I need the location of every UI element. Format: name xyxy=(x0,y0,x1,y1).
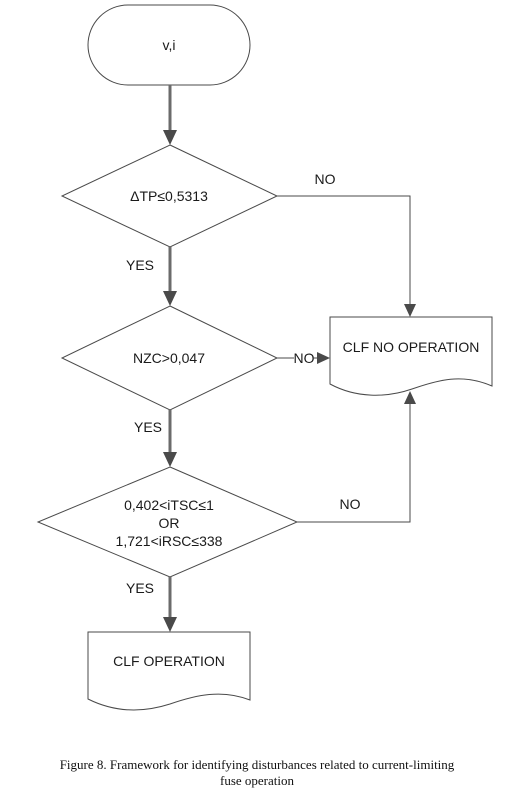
figure-caption: Figure 8. Framework for identifying dist… xyxy=(0,757,514,789)
d1-no-label: NO xyxy=(315,171,336,187)
d3-yes-label: YES xyxy=(126,580,154,596)
decision-isc-line3: 1,721<iRSC≤338 xyxy=(116,533,223,549)
connector-d1-no xyxy=(277,195,411,306)
d3-no-label: NO xyxy=(340,496,361,512)
arrowhead-no-op-left xyxy=(317,352,330,364)
arrowhead-decision1 xyxy=(163,130,177,145)
arrowhead-no-op-bottom xyxy=(404,391,416,404)
decision-delta-tp-label: ΔTP≤0,5313 xyxy=(130,188,208,204)
document-clf-no-operation xyxy=(329,316,493,396)
connector-d3-no xyxy=(297,402,411,523)
arrowhead-no-op-top xyxy=(404,304,416,317)
document-clf-operation-label: CLF OPERATION xyxy=(113,653,225,669)
d2-yes-label: YES xyxy=(134,419,162,435)
flowchart: v,i ΔTP≤0,5313 NO YES NZC>0,047 NO YES 0… xyxy=(36,4,493,711)
document-clf-no-operation-label: CLF NO OPERATION xyxy=(343,339,480,355)
figure-caption-line2: fuse operation xyxy=(219,773,294,788)
arrowhead-decision3 xyxy=(163,452,177,467)
d2-no-label: NO xyxy=(294,350,315,366)
start-label: v,i xyxy=(163,37,176,53)
arrowhead-operation xyxy=(163,617,177,632)
decision-nzc-label: NZC>0,047 xyxy=(133,350,205,366)
decision-isc-line2: OR xyxy=(159,515,180,531)
arrowhead-decision2 xyxy=(163,291,177,306)
document-clf-operation xyxy=(87,631,251,711)
figure-caption-line1: Figure 8. Framework for identifying dist… xyxy=(59,757,455,772)
decision-isc-line1: 0,402<iTSC≤1 xyxy=(124,497,214,513)
d1-yes-label: YES xyxy=(126,257,154,273)
